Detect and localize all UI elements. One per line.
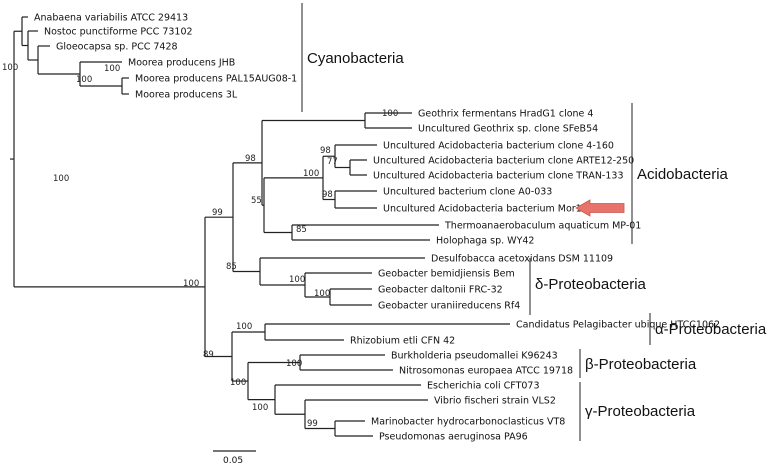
taxon-uncultured-bacterium-clone-a0-033: Uncultured bacterium clone A0-033: [383, 187, 552, 198]
taxon-escherichia-coli-cft073: Escherichia coli CFT073: [427, 381, 540, 392]
bootstrap-gamma: 100: [252, 403, 268, 413]
bootstrap-acido-c: 55: [251, 196, 262, 206]
bootstrap-holophaga: 85: [296, 225, 307, 235]
taxon-moorea-producens-3l: Moorea producens 3L: [135, 90, 238, 101]
taxon-uncultured-acidobacteria-bacterium-clone-tran-133: Uncultured Acidobacteria bacterium clone…: [373, 171, 624, 182]
taxon-geobacter-uraniireducens-rf4: Geobacter uraniireducens Rf4: [378, 301, 520, 312]
taxon-holophaga-sp-wy42: Holophaga sp. WY42: [436, 236, 534, 247]
taxon-moorea-producens-pal15aug08-1: Moorea producens PAL15AUG08-1: [135, 74, 297, 85]
taxon-nostoc-punctiforme-pcc-73102: Nostoc punctiforme PCC 73102: [44, 27, 193, 38]
taxon-gloeocapsa-sp-pcc-7428: Gloeocapsa sp. PCC 7428: [56, 42, 178, 53]
taxon-uncultured-acidobacteria-bacterium-clone-arte12-250: Uncultured Acidobacteria bacterium clone…: [373, 156, 634, 167]
bootstrap-geob-inner: 100: [314, 289, 330, 299]
taxon-anabaena-variabilis-atcc-29413: Anabaena variabilis ATCC 29413: [34, 13, 188, 24]
group-label-acidobacteria: Acidobacteria: [637, 166, 729, 183]
taxon-pseudomonas-aeruginosa-pa96: Pseudomonas aeruginosa PA96: [379, 432, 528, 443]
taxon-uncultured-geothrix-sp-clone-sfeb54: Uncultured Geothrix sp. clone SFeB54: [418, 124, 598, 135]
bootstrap-mor1: 98: [322, 190, 333, 200]
bootstrap-abg: 89: [203, 350, 214, 360]
bootstrap-beta: 100: [286, 359, 302, 369]
taxon-geobacter-bemidjiensis-bem: Geobacter bemidjiensis Bem: [378, 269, 515, 280]
bootstrap-pseudo: 99: [307, 419, 318, 429]
taxon-vibrio-fischeri-strain-vls2: Vibrio fischeri strain VLS2: [434, 396, 556, 407]
bootstrap-alpha: 100: [236, 322, 252, 332]
bootstrap-proteo: 100: [183, 279, 199, 289]
group-label-gamma: γ-Proteobacteria: [585, 403, 696, 420]
taxon-geobacter-daltonii-frc-32: Geobacter daltonii FRC-32: [378, 285, 503, 296]
taxon-uncultured-acidobacteria-bacterium-clone-4-160: Uncultured Acidobacteria bacterium clone…: [383, 141, 614, 152]
group-label-cyanobacteria: Cyanobacteria: [307, 50, 404, 67]
bootstrap-acido-a: 98: [320, 146, 331, 156]
bootstrap-clone-a: 77: [327, 157, 338, 167]
taxon-burkholderia-pseudomallei-k96243: Burkholderia pseudomallei K96243: [391, 351, 558, 362]
group-label-beta: β-Proteobacteria: [585, 356, 697, 373]
highlight-arrow-icon: [575, 199, 625, 217]
taxon-uncultured-acidobacteria-bacterium-mor1: Uncultured Acidobacteria bacterium Mor1: [383, 204, 582, 215]
bootstrap-values: 1001001001007798981008555981001008599100…: [2, 63, 398, 429]
taxon-desulfobacca-acetoxidans-dsm-11109: Desulfobacca acetoxidans DSM 11109: [431, 254, 613, 265]
taxon-candidatus-pelagibacter-ubique-htcc1062: Candidatus Pelagibacter ubique HTCC1062: [516, 320, 720, 331]
group-label-alpha: α-Proteobacteria: [655, 321, 767, 338]
bootstrap-acido-delta: 99: [212, 208, 223, 218]
taxon-moorea-producens-jhb: Moorea producens JHB: [128, 58, 235, 69]
bootstrap-cyano-root: 100: [2, 63, 18, 73]
taxon-geothrix-fermentans-hradg1-clone-4: Geothrix fermentans HradG1 clone 4: [418, 109, 593, 120]
bootstrap-geothrix: 100: [382, 109, 398, 119]
bootstrap-acido-inner: 98: [245, 154, 256, 164]
scale-bar-label: 0.05: [223, 456, 243, 464]
tree-branches: [10, 16, 510, 437]
taxon-rhizobium-etli-cfn-42: Rhizobium etli CFN 42: [350, 336, 455, 347]
group-label-delta: δ-Proteobacteria: [535, 276, 647, 293]
taxon-nitrosomonas-europaea-atcc-19718: Nitrosomonas europaea ATCC 19718: [399, 366, 573, 377]
bootstrap-moorea: 100: [104, 64, 120, 74]
taxon-thermoanaerobaculum-aquaticum-mp-01: Thermoanaerobaculum aquaticum MP-01: [444, 221, 641, 232]
bootstrap-delta: 85: [226, 262, 237, 272]
bootstrap-cyano: 100: [76, 75, 92, 85]
taxon-marinobacter-hydrocarbonoclasticus-vt8: Marinobacter hydrocarbonoclasticus VT8: [371, 417, 565, 428]
bootstrap-acido-b: 100: [303, 169, 319, 179]
bootstrap-main: 100: [53, 174, 69, 184]
bootstrap-geobacter: 100: [289, 275, 305, 285]
bootstrap-beta-gamma: 100: [230, 378, 246, 388]
